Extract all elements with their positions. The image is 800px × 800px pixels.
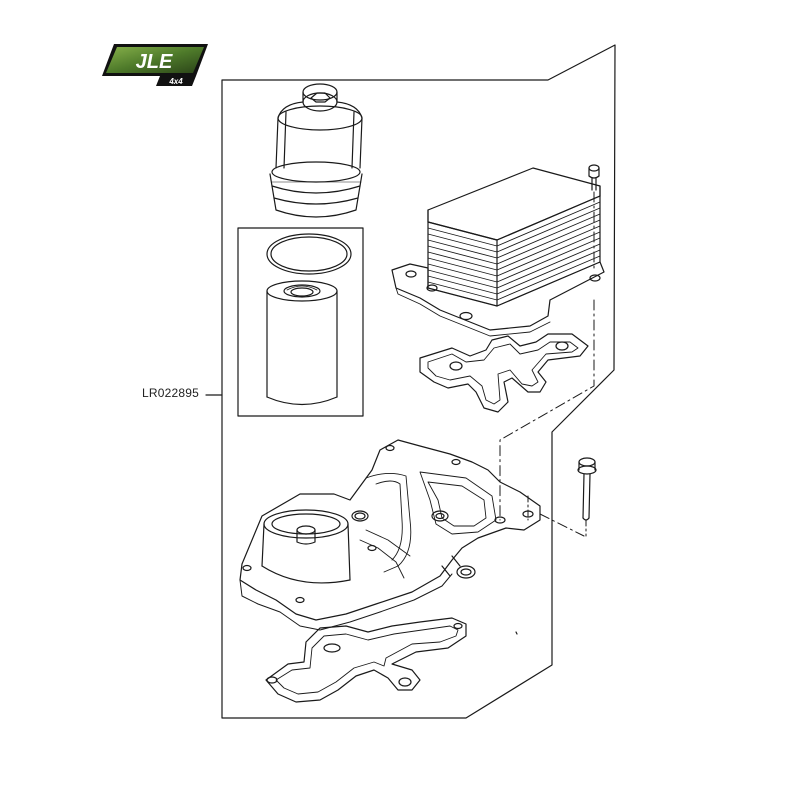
oil-filter-housing: [239, 439, 541, 631]
filter-housing-cap: [269, 83, 363, 218]
oil-filter-element: [266, 280, 338, 406]
assembly-frame: [221, 44, 616, 719]
housing-gasket: [265, 617, 467, 703]
logo-text: JLE: [136, 51, 173, 73]
logo-subtext: 4x4: [168, 77, 183, 86]
alignment-line-3: [539, 513, 585, 537]
brand-logo: JLE 4x4: [102, 44, 208, 86]
reference-tick: [515, 631, 518, 635]
oil-cooler: [391, 167, 605, 337]
alignment-line: [499, 299, 595, 521]
part-number-label: LR022895: [142, 386, 199, 400]
housing-bolt: [577, 457, 597, 521]
filter-kit-frame: [237, 227, 364, 417]
cooler-gasket: [419, 333, 589, 413]
cooler-bolt: [588, 164, 600, 191]
o-ring-seal: [266, 233, 352, 275]
outlet-pipe: [441, 555, 476, 579]
